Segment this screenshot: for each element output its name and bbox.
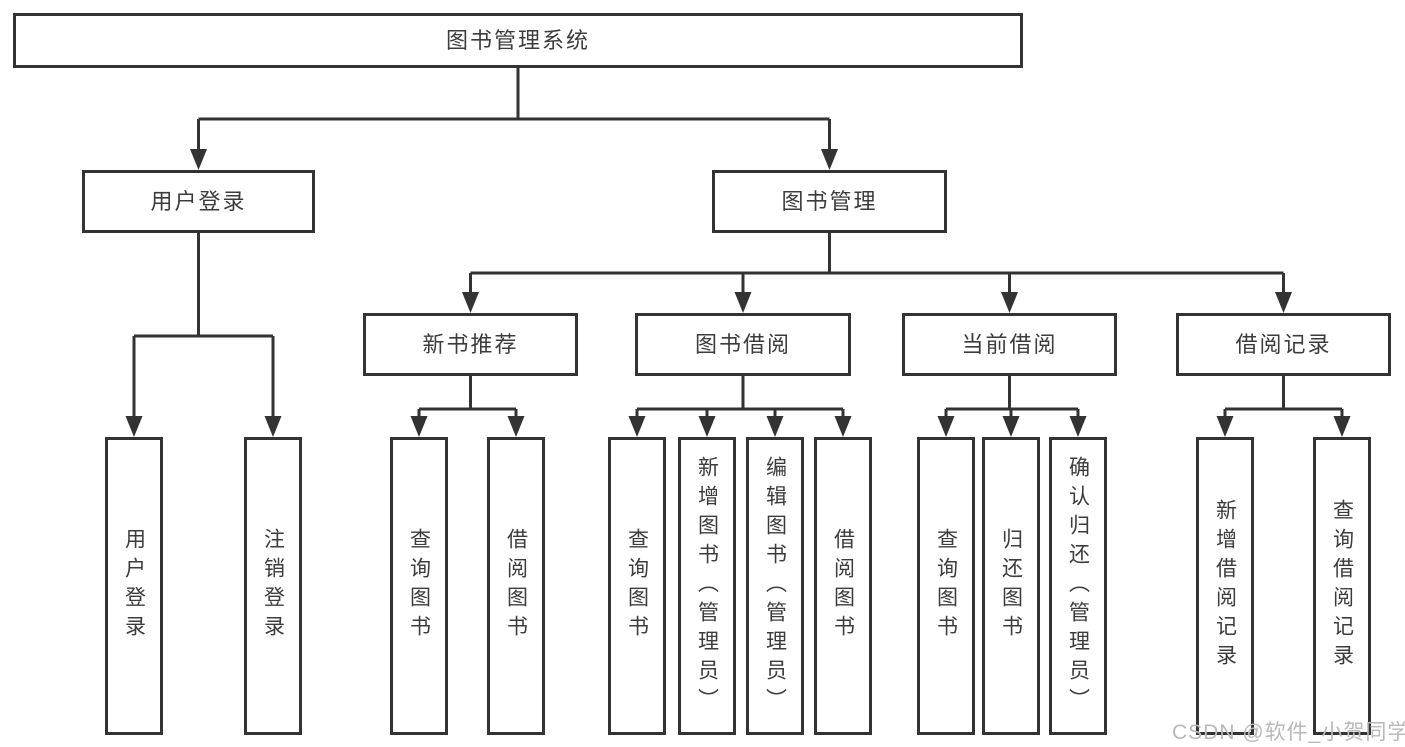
node-label: 查询图书 <box>934 528 958 644</box>
node-label: 用户登录 <box>150 188 247 214</box>
node-label: 新增图书（管理员） <box>695 455 719 717</box>
node-new-book-recommend: 新书推荐 <box>363 313 578 376</box>
node-label: 图书借阅 <box>694 331 791 357</box>
leaf-borrow-books: 借阅图书 <box>814 437 872 735</box>
arrowhead <box>1275 292 1292 313</box>
node-label: 借阅图书 <box>831 528 855 644</box>
edge-book-borrow-children <box>628 376 852 437</box>
arrowhead <box>834 416 852 437</box>
node-label: 查询图书 <box>407 528 431 644</box>
arrowhead <box>1333 416 1351 437</box>
arrowhead <box>734 292 752 313</box>
arrowhead <box>507 416 525 437</box>
arrowhead <box>628 416 646 437</box>
arrowhead <box>766 416 784 437</box>
csdn-watermark: CSDN @软件_小贺同学 <box>1172 721 1405 744</box>
leaf-confirm-return-admin: 确认归还（管理员） <box>1049 437 1107 735</box>
arrowhead <box>1001 292 1018 313</box>
node-label: 新书推荐 <box>422 331 519 357</box>
node-label: 图书管理 <box>781 188 878 214</box>
edge-root-to-level2 <box>190 68 838 170</box>
leaf-current-query-books: 查询图书 <box>917 437 975 735</box>
node-label: 图书管理系统 <box>445 27 590 53</box>
edge-user-login-children <box>125 233 282 437</box>
leaf-add-book-admin: 新增图书（管理员） <box>678 437 736 735</box>
node-root-system: 图书管理系统 <box>13 13 1023 68</box>
node-current-borrow: 当前借阅 <box>902 313 1117 376</box>
node-label: 确认归还（管理员） <box>1066 455 1090 717</box>
arrowhead <box>264 416 282 437</box>
node-label: 用户登录 <box>122 528 146 644</box>
node-label: 查询借阅记录 <box>1330 499 1354 673</box>
arrowhead <box>821 149 838 170</box>
node-book-management: 图书管理 <box>712 170 947 233</box>
arrowhead <box>462 292 479 313</box>
arrowhead <box>1216 416 1234 437</box>
edge-book-management-children <box>462 233 1292 313</box>
edge-borrow-records-children <box>1216 376 1351 437</box>
leaf-query-borrow-record: 查询借阅记录 <box>1313 437 1371 735</box>
arrowhead <box>698 416 716 437</box>
arrowhead <box>937 416 955 437</box>
arrowhead <box>1069 416 1087 437</box>
leaf-recommend-borrow-books: 借阅图书 <box>487 437 545 735</box>
leaf-logout: 注销登录 <box>244 437 302 735</box>
node-label: 新增借阅记录 <box>1213 499 1237 673</box>
node-label: 借阅图书 <box>504 528 528 644</box>
node-label: 当前借阅 <box>961 331 1058 357</box>
node-label: 注销登录 <box>261 528 285 644</box>
leaf-edit-book-admin: 编辑图书（管理员） <box>746 437 804 735</box>
node-borrow-records: 借阅记录 <box>1176 313 1391 376</box>
leaf-return-books: 归还图书 <box>982 437 1040 735</box>
arrowhead <box>190 149 207 170</box>
edge-new-book-recommend-children <box>410 376 525 437</box>
leaf-borrow-query-books: 查询图书 <box>608 437 666 735</box>
node-label: 借阅记录 <box>1235 331 1332 357</box>
leaf-user-login: 用户登录 <box>105 437 163 735</box>
leaf-recommend-query-books: 查询图书 <box>390 437 448 735</box>
node-label: 归还图书 <box>999 528 1023 644</box>
arrowhead <box>125 416 143 437</box>
arrowhead <box>1002 416 1020 437</box>
arrowhead <box>410 416 428 437</box>
node-label: 编辑图书（管理员） <box>763 455 787 717</box>
node-user-login: 用户登录 <box>82 170 315 233</box>
node-label: 查询图书 <box>625 528 649 644</box>
leaf-add-borrow-record: 新增借阅记录 <box>1196 437 1254 735</box>
edge-current-borrow-children <box>937 376 1087 437</box>
node-book-borrow: 图书借阅 <box>635 313 851 376</box>
